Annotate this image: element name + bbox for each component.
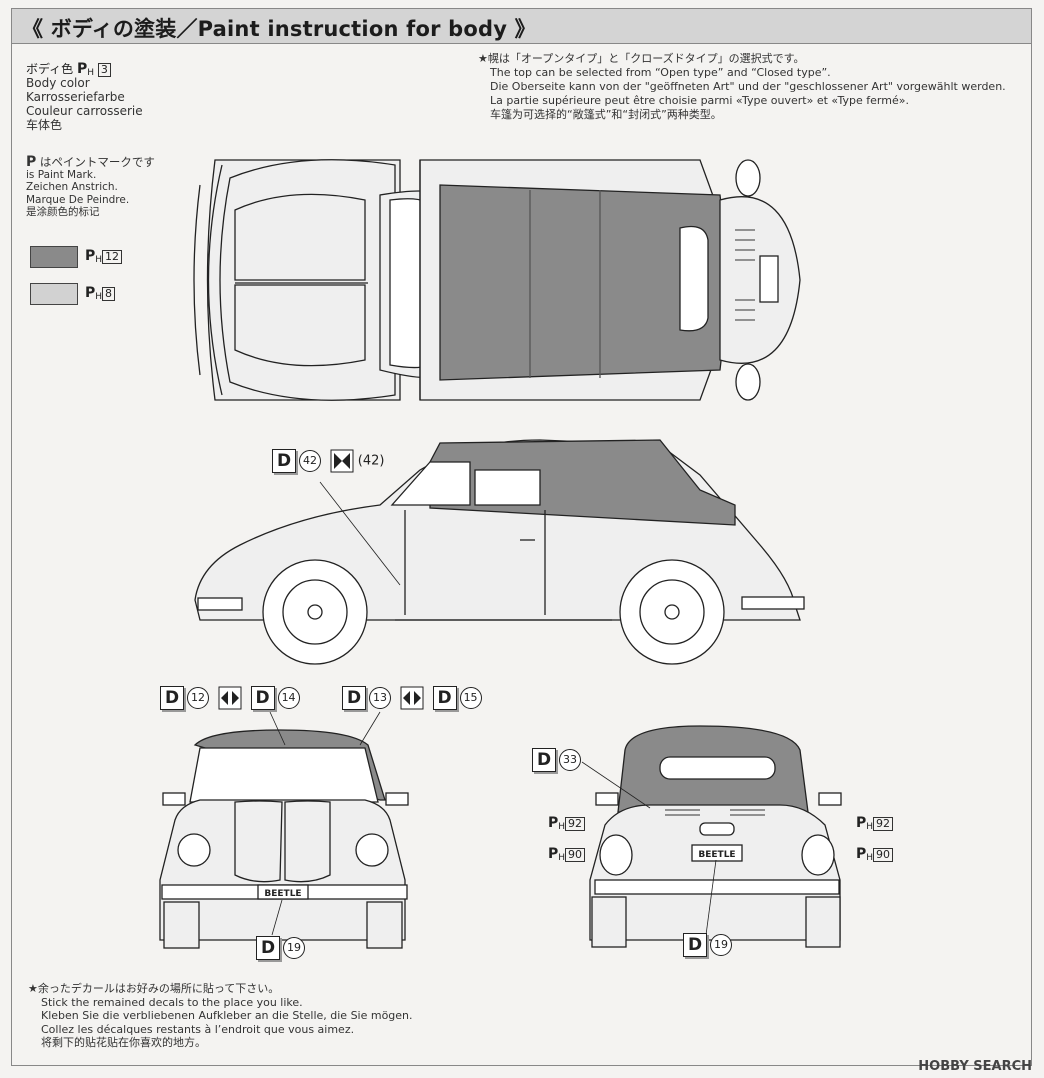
- paint-mark-icon: P: [77, 61, 88, 77]
- body-color-en: Body color: [26, 76, 90, 90]
- decal-number: 13: [369, 687, 391, 709]
- decal-number: 19: [283, 937, 305, 959]
- body-color-text: Body color Karrosseriefarbe Couleur carr…: [26, 76, 143, 132]
- swap-arrows-icon: [400, 686, 424, 710]
- body-color-de: Karrosseriefarbe: [26, 90, 125, 104]
- rear-view-car: [581, 725, 842, 948]
- bottom-note-jp: ★余ったデカールはお好みの場所に貼って下さい。: [28, 982, 280, 995]
- bottom-note-en: Stick the remained decals to the place y…: [41, 995, 303, 1009]
- swatch-dark-gray: [30, 246, 78, 268]
- body-color-code-number: 3: [97, 63, 111, 77]
- page-title: 《 ボディの塗装／Paint instruction for body 》: [22, 17, 536, 41]
- swatch-light-gray: [30, 283, 78, 305]
- decal-number: 12: [187, 687, 209, 709]
- decal-d-box: D: [342, 686, 366, 710]
- decal-d-box: D: [160, 686, 184, 710]
- paint-mark-de: Zeichen Anstrich.: [26, 181, 118, 193]
- watermark: HOBBY SEARCH: [918, 1059, 1032, 1074]
- decal-d-box: D: [683, 933, 707, 957]
- decal-d-box: D: [432, 686, 457, 710]
- top-note-de: Die Oberseite kann von der "geöffneten A…: [490, 80, 1006, 93]
- top-note-fr: La partie supérieure peut être choisie p…: [490, 94, 909, 107]
- top-note-cn: 车篷为可选择的“敞篷式”和“封闭式”两种类型。: [490, 108, 722, 121]
- swap-arrows-icon: [218, 686, 242, 710]
- paint-mark-jp: はペイントマークです: [39, 155, 155, 169]
- decal-number: 14: [277, 687, 300, 709]
- top-view-car: [193, 159, 801, 401]
- paint-mark-fr: Marque De Peindre.: [26, 193, 130, 206]
- body-color-code: ボディ色 PH 3: [26, 60, 111, 78]
- paint-mark-en: is Paint Mark.: [26, 168, 97, 181]
- paint-mark-cn: 是涂颜色的标记: [26, 206, 100, 218]
- top-option-note: ★幌は「オープンタイプ」と「クローズドタイプ」の選択式です。 The top c…: [478, 52, 1006, 122]
- title-bar: [12, 9, 1031, 44]
- body-color-cn: 车体色: [26, 118, 63, 132]
- bottom-note-de: Kleben Sie die verbliebenen Aufkleber an…: [41, 1009, 413, 1022]
- page-frame: [11, 8, 1032, 1066]
- top-note-jp: ★幌は「オープンタイプ」と「クローズドタイプ」の選択式です。: [478, 52, 805, 65]
- paint-mark-legend: P はペイントマークです is Paint Mark. Zeichen Anst…: [26, 154, 155, 219]
- decal-d-box: D: [272, 449, 296, 473]
- paint-mark-symbol-icon: P: [26, 154, 37, 170]
- remaining-decals-note: ★余ったデカールはお好みの場所に貼って下さい。 Stick the remain…: [28, 982, 413, 1050]
- decal-d-box: D: [250, 686, 275, 710]
- body-color-jp: ボディ色: [26, 62, 74, 76]
- side-view-car: [194, 439, 805, 665]
- bottom-note-fr: Collez les décalques restants à l’endroi…: [41, 1022, 355, 1036]
- bottom-note-cn: 将剩下的贴花贴在你喜欢的地方。: [41, 1036, 206, 1049]
- top-note-en: The top can be selected from “Open type”…: [490, 66, 831, 79]
- decal-d-box: D: [532, 748, 556, 772]
- decal-number: 42: [299, 450, 321, 472]
- decal-d-box: D: [256, 936, 280, 960]
- front-view-car: [159, 711, 409, 949]
- body-color-fr: Couleur carrosserie: [26, 104, 143, 118]
- mirror-icon: [330, 449, 354, 473]
- decal-number: 33: [559, 749, 581, 771]
- decal-number: 15: [459, 687, 482, 709]
- front-plate-text: BEETLE: [264, 889, 301, 899]
- decal-number: 19: [710, 934, 732, 956]
- rear-plate-text: BEETLE: [698, 850, 735, 860]
- decal-alt-number: (42): [357, 453, 385, 469]
